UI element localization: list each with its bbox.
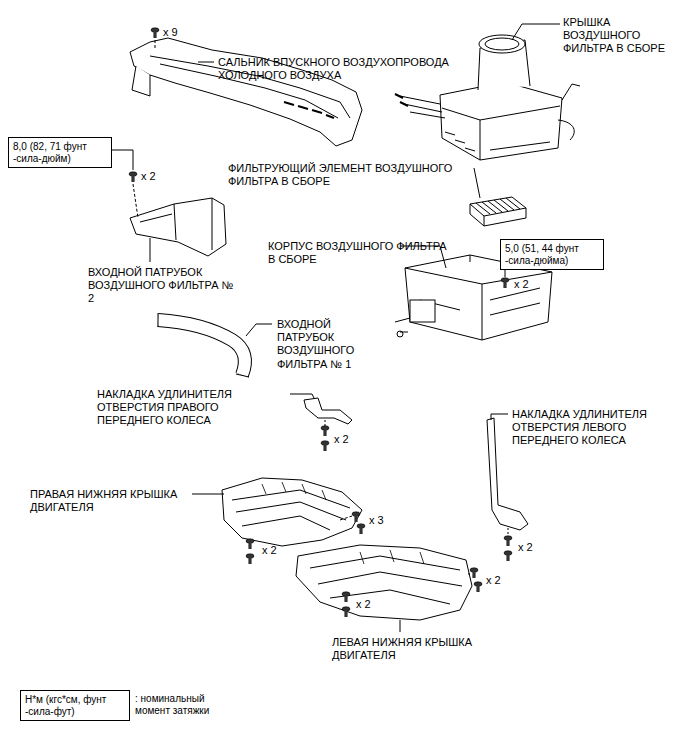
part-name: САЛЬНИК ВПУСКНОГО ВОЗДУХОПРОВОДА ХОЛОДНО…: [218, 56, 449, 81]
part-label-box: x 2: [141, 170, 156, 183]
part-label-box: НАКЛАДКА УДЛИНИТЕЛЯ ОТВЕРСТИЯ ПРАВОГО ПЕ…: [97, 388, 282, 428]
legend-note: : номинальный момент затяжки: [135, 693, 230, 716]
part-label-box: КРЫШКА ВОЗДУШНОГО ФИЛЬТРА В СБОРЕ: [563, 16, 683, 56]
torque-value: 5,0 (51, 44 фунт -сила-дюйма): [505, 243, 599, 266]
quantity-label: x 9: [163, 26, 178, 38]
part-label-box: ПРАВАЯ НИЖНЯЯ КРЫШКА ДВИГАТЕЛЯ: [30, 488, 200, 514]
part-label-box: ЛЕВАЯ НИЖНЯЯ КРЫШКА ДВИГАТЕЛЯ: [332, 636, 497, 662]
part-name: НАКЛАДКА УДЛИНИТЕЛЯ ОТВЕРСТИЯ ПРАВОГО ПЕ…: [97, 388, 232, 426]
part-label-box: x 9: [163, 26, 178, 39]
quantity-label: x 2: [356, 598, 371, 610]
part-label-box: x 2: [334, 433, 349, 446]
part-label-box: x 2: [518, 541, 533, 554]
quantity-label: x 2: [486, 574, 501, 586]
part-name: ПРАВАЯ НИЖНЯЯ КРЫШКА ДВИГАТЕЛЯ: [30, 488, 177, 513]
quantity-label: x 2: [514, 278, 529, 290]
part-name: ВХОДНОЙ ПАТРУБОК ВОЗДУШНОГО ФИЛЬТРА № 2: [88, 266, 233, 304]
part-label-box: x 2: [486, 574, 501, 587]
quantity-label: x 2: [262, 544, 277, 556]
part-name: ФИЛЬТРУЮЩИЙ ЭЛЕМЕНТ ВОЗДУШНОГО ФИЛЬТРА В…: [228, 162, 452, 187]
quantity-label: x 2: [334, 433, 349, 445]
part-label-box: ФИЛЬТРУЮЩИЙ ЭЛЕМЕНТ ВОЗДУШНОГО ФИЛЬТРА В…: [228, 162, 473, 188]
quantity-label: x 2: [141, 170, 156, 182]
part-name: КОРПУС ВОЗДУШНОГО ФИЛЬТРА В СБОРЕ: [268, 240, 447, 265]
part-name: ВХОДНОЙ ПАТРУБОК ВОЗДУШНОГО ФИЛЬТРА № 1: [277, 318, 354, 370]
torque-box: 8,0 (82, 71 фунт -сила-дюйм): [8, 137, 112, 168]
part-label-box: x 2: [262, 544, 277, 557]
part-name: НАКЛАДКА УДЛИНИТЕЛЯ ОТВЕРСТИЯ ЛЕВОГО ПЕР…: [512, 408, 647, 446]
quantity-label: x 3: [369, 514, 384, 526]
quantity-label: x 2: [518, 541, 533, 553]
part-label-box: ВХОДНОЙ ПАТРУБОК ВОЗДУШНОГО ФИЛЬТРА № 1: [277, 318, 377, 371]
part-label-box: x 2: [514, 278, 529, 291]
part-label-box: НАКЛАДКА УДЛИНИТЕЛЯ ОТВЕРСТИЯ ЛЕВОГО ПЕР…: [512, 408, 682, 448]
part-name: ЛЕВАЯ НИЖНЯЯ КРЫШКА ДВИГАТЕЛЯ: [332, 636, 472, 661]
part-label-box: x 3: [369, 514, 384, 527]
part-label-box: САЛЬНИК ВПУСКНОГО ВОЗДУХОПРОВОДА ХОЛОДНО…: [218, 56, 483, 82]
torque-value: 8,0 (82, 71 фунт -сила-дюйм): [13, 141, 107, 164]
part-name: КРЫШКА ВОЗДУШНОГО ФИЛЬТРА В СБОРЕ: [563, 16, 665, 54]
part-label-box: ВХОДНОЙ ПАТРУБОК ВОЗДУШНОГО ФИЛЬТРА № 2: [88, 266, 236, 306]
part-label-box: КОРПУС ВОЗДУШНОГО ФИЛЬТРА В СБОРЕ: [268, 240, 453, 266]
part-label-box: x 2: [356, 598, 371, 611]
torque-value: Н*м (кгс*см, фунт -сила-фут): [25, 694, 125, 717]
torque-box: Н*м (кгс*см, фунт -сила-фут): номинальны…: [20, 690, 130, 721]
torque-box: 5,0 (51, 44 фунт -сила-дюйма): [500, 239, 604, 270]
